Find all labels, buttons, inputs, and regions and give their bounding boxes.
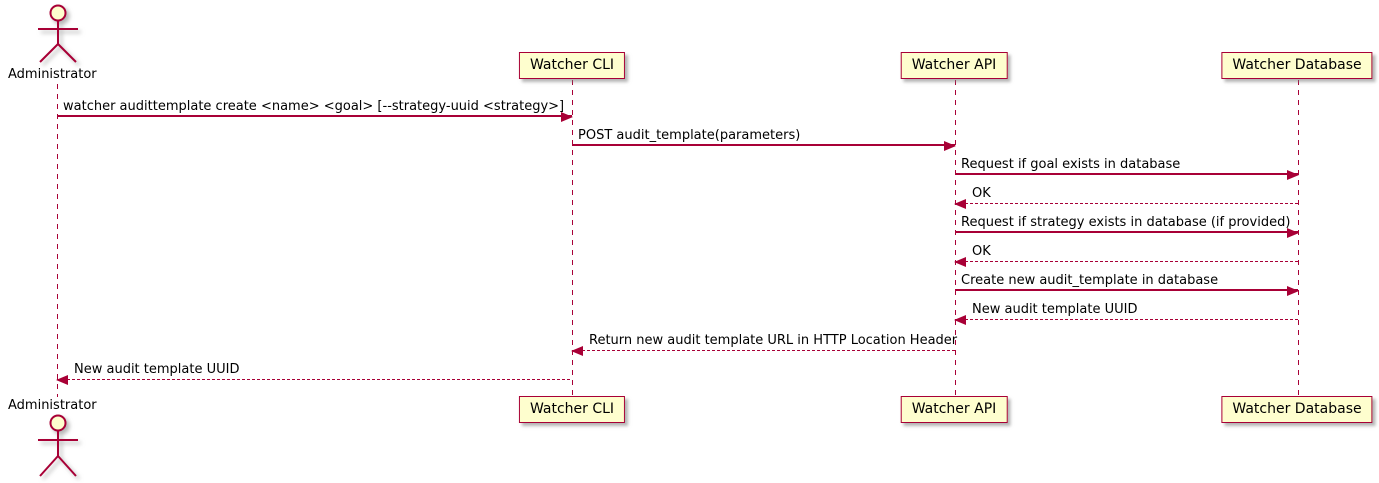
arrow-line — [572, 144, 955, 146]
arrow-line — [57, 379, 572, 380]
lifeline-watcher-api — [955, 80, 956, 396]
arrow-line — [57, 115, 572, 117]
arrow-line — [572, 350, 955, 351]
message-return-url-location-header: Return new audit template URL in HTTP Lo… — [571, 333, 958, 356]
arrowhead-left-icon — [954, 199, 966, 209]
arrowhead-right-icon — [944, 140, 956, 151]
arrowhead-right-icon — [561, 111, 573, 122]
lifeline-watcher-cli — [572, 80, 573, 396]
lifeline-administrator — [57, 84, 58, 397]
message-request-goal-exists: Request if goal exists in database — [955, 157, 1299, 180]
arrow-line — [955, 289, 1298, 291]
message-new-audit-template-uuid-db: New audit template UUID — [954, 302, 1298, 325]
arrowhead-right-icon — [1287, 227, 1299, 238]
participant-label: Watcher Database — [1232, 57, 1362, 73]
message-label: Return new audit template URL in HTTP Lo… — [589, 333, 958, 348]
participant-watcher-api-bottom: Watcher API — [900, 396, 1008, 423]
participant-label: Watcher CLI — [529, 57, 615, 73]
message-label: New audit template UUID — [972, 302, 1138, 317]
participant-label: Watcher API — [911, 401, 997, 417]
message-label: watcher audittemplate create <name> <goa… — [63, 99, 565, 114]
message-label: OK — [972, 244, 991, 259]
actor-icon — [38, 4, 78, 63]
message-post-audit-template: POST audit_template(parameters) — [572, 128, 956, 151]
participant-watcher-database-bottom: Watcher Database — [1221, 396, 1373, 423]
arrowhead-right-icon — [1287, 285, 1299, 296]
actor-label-top: Administrator — [8, 67, 97, 82]
arrowhead-left-icon — [56, 375, 68, 385]
participant-label: Watcher API — [911, 57, 997, 73]
message-label: POST audit_template(parameters) — [578, 128, 801, 143]
arrowhead-left-icon — [954, 257, 966, 267]
message-ok-strategy: OK — [954, 244, 1298, 267]
actor-icon — [38, 414, 78, 477]
message-ok-goal: OK — [954, 186, 1298, 209]
message-label: Request if strategy exists in database (… — [961, 215, 1291, 230]
lifeline-watcher-database — [1298, 80, 1299, 396]
message-create-new-audit-template: Create new audit_template in database — [955, 273, 1299, 296]
message-new-audit-template-uuid-admin: New audit template UUID — [56, 362, 572, 385]
message-request-strategy-exists: Request if strategy exists in database (… — [955, 215, 1299, 238]
participant-watcher-cli-bottom: Watcher CLI — [518, 396, 626, 423]
participant-label: Watcher CLI — [529, 401, 615, 417]
participant-watcher-cli-top: Watcher CLI — [518, 52, 626, 79]
arrow-line — [955, 203, 1298, 204]
participant-watcher-database-top: Watcher Database — [1221, 52, 1373, 79]
arrow-line — [955, 231, 1298, 233]
arrow-line — [955, 319, 1298, 320]
arrow-line — [955, 173, 1298, 175]
arrow-line — [955, 261, 1298, 262]
message-label: Create new audit_template in database — [961, 273, 1219, 288]
arrowhead-right-icon — [1287, 169, 1299, 180]
message-label: OK — [972, 186, 991, 201]
message-label: Request if goal exists in database — [961, 157, 1181, 172]
participant-watcher-api-top: Watcher API — [900, 52, 1008, 79]
participant-label: Watcher Database — [1232, 401, 1362, 417]
message-label: New audit template UUID — [74, 362, 240, 377]
actor-label-bottom: Administrator — [8, 398, 97, 413]
arrowhead-left-icon — [571, 346, 583, 356]
arrowhead-left-icon — [954, 315, 966, 325]
message-create-audittemplate: watcher audittemplate create <name> <goa… — [57, 99, 573, 122]
